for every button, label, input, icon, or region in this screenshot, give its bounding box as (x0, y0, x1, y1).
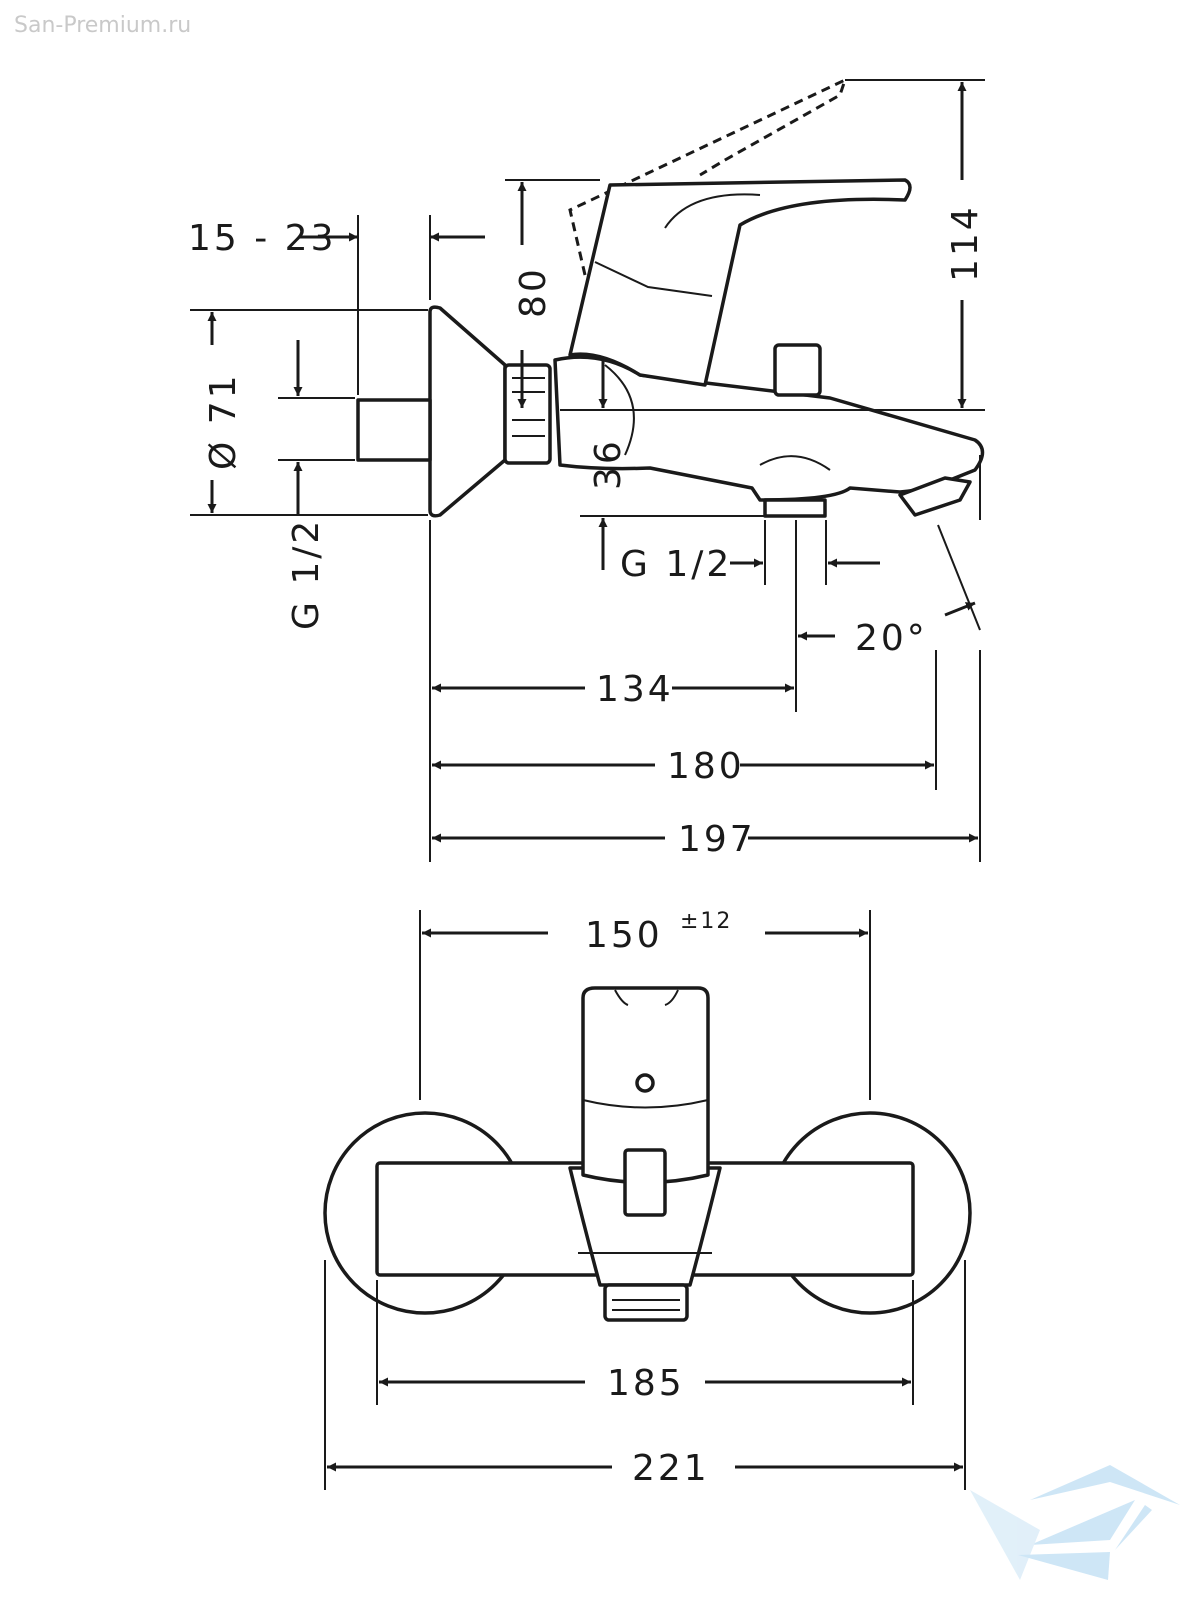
dim-outlet-projection: 134 (596, 669, 674, 710)
dim-total-height: 114 (945, 204, 986, 282)
nut-ribs (512, 377, 545, 437)
watermark-text: San-Premium.ru (14, 13, 191, 38)
outlet-thread (763, 498, 827, 518)
spout-front (568, 1166, 722, 1287)
lever-split-line (594, 261, 713, 297)
dim-spout-angle: 20° (855, 618, 928, 659)
inlet-pipe (356, 398, 432, 462)
dim-flange-diameter: Ø 71 (203, 372, 244, 470)
dim-outlet-thread: G 1/2 (620, 544, 732, 585)
lever-hole (635, 1073, 655, 1093)
spout-highlight (759, 455, 831, 471)
dim-inlet-thread: G 1/2 (286, 518, 327, 630)
outlet-aerator (898, 476, 972, 517)
diverter-knob-front (623, 1148, 667, 1217)
side-view: 15 - 23 80 114 Ø 71 G 1/2 36 G (188, 77, 986, 862)
dim-lever-height: 80 (513, 266, 554, 318)
lever-split-front (582, 1099, 709, 1109)
dim-centres-tolerance: ±12 (680, 909, 732, 934)
diverter-knob (773, 343, 822, 397)
dim-total-width: 221 (632, 1448, 710, 1489)
front-view: 150 ±12 185 221 (323, 909, 972, 1490)
dim-total-projection: 197 (678, 819, 756, 860)
body-arc (604, 364, 635, 456)
dim-centres: 150 (585, 915, 663, 956)
dim-spout-height: 36 (588, 438, 629, 490)
lever (568, 178, 912, 387)
aerator-front (603, 1283, 689, 1322)
aerator-grid (612, 1299, 680, 1311)
wall-flange (428, 305, 507, 518)
lever-curve (664, 193, 761, 229)
connection-nut (503, 363, 552, 465)
dim-body-width: 185 (607, 1363, 685, 1404)
dim-spout-projection: 180 (667, 746, 745, 787)
lever-top-detail (614, 989, 679, 1006)
bathtub-logo-icon (970, 1465, 1180, 1580)
dim-wall-offset: 15 - 23 (188, 218, 337, 259)
lever-raised-outline (568, 77, 848, 276)
